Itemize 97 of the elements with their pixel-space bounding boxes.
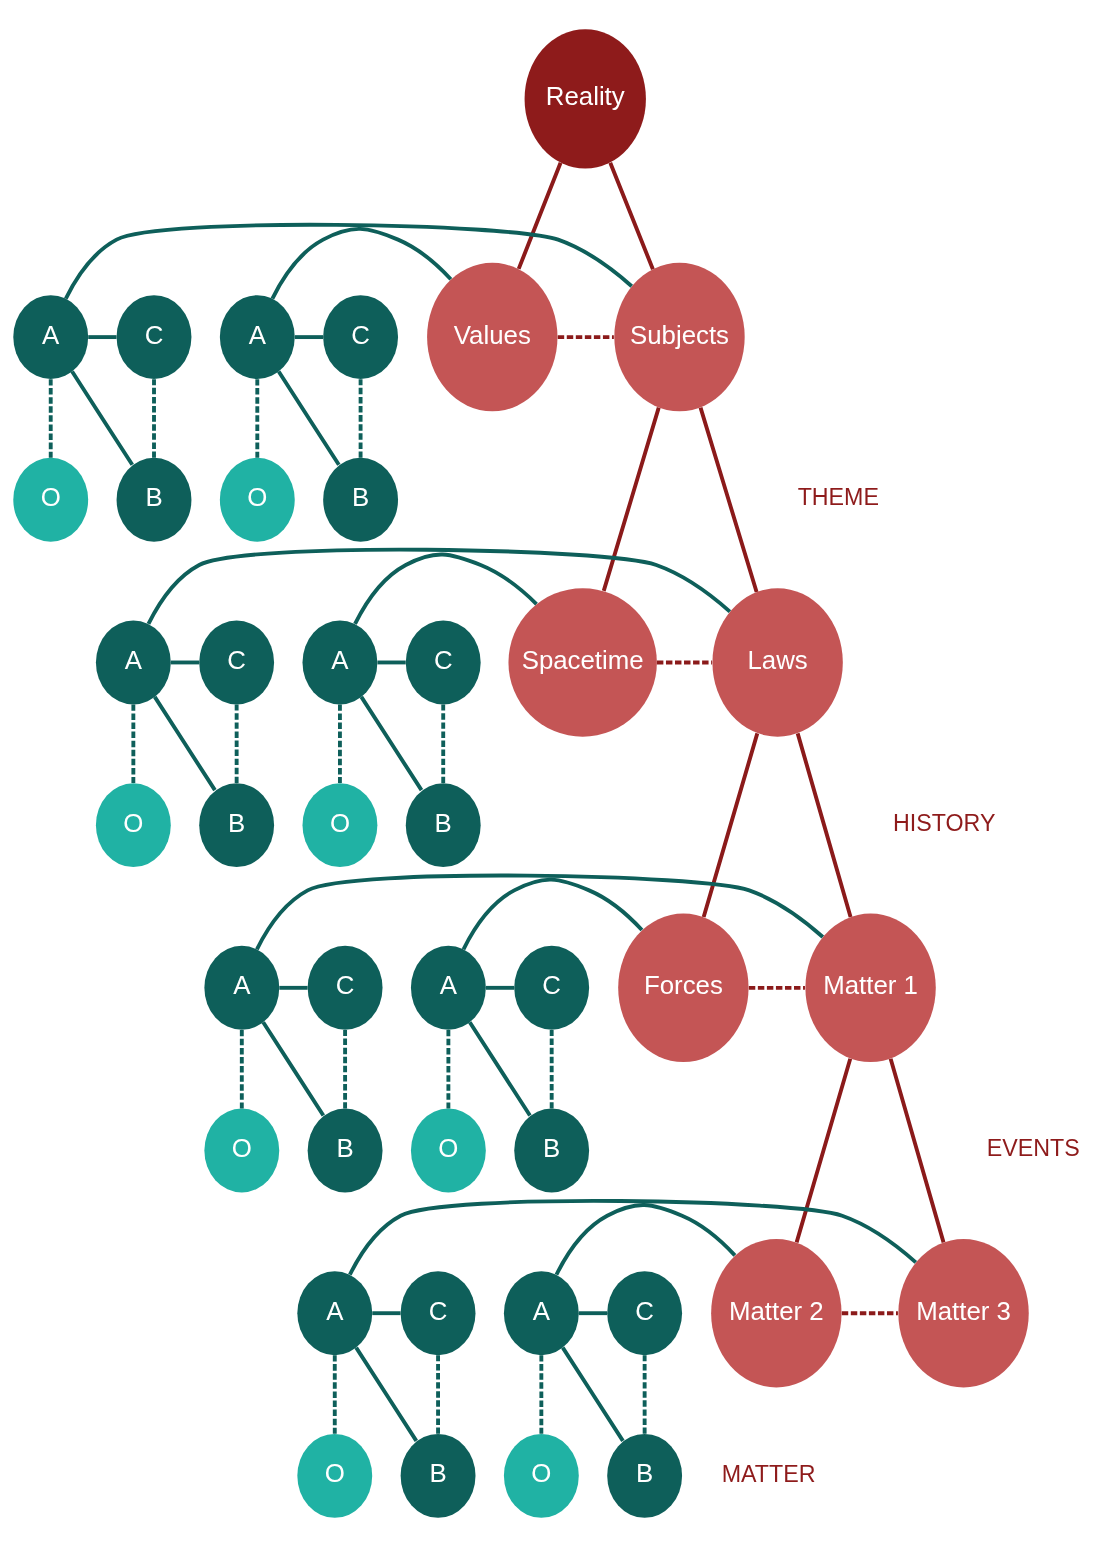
node-ellipse: Matter 3 xyxy=(898,1238,1029,1388)
connector xyxy=(353,552,538,625)
connector xyxy=(578,1311,608,1316)
node-ellipse: A xyxy=(219,295,295,380)
connector xyxy=(277,370,341,466)
node-ellipse: Reality xyxy=(524,29,646,169)
label: EVENTS xyxy=(986,1135,1080,1162)
node-ellipse: A xyxy=(95,620,171,705)
connector xyxy=(255,379,260,458)
node-ellipse: Laws xyxy=(712,588,843,737)
connector xyxy=(794,1058,853,1243)
node-ellipse: A xyxy=(13,295,89,380)
connector xyxy=(279,985,308,990)
node-ellipse: B xyxy=(307,1108,383,1193)
node-ellipse: B xyxy=(116,457,192,542)
node-ellipse: Matter 1 xyxy=(805,913,936,1063)
node-ellipse: C xyxy=(307,945,383,1030)
connector xyxy=(343,1029,348,1109)
node-ellipse: C xyxy=(199,620,275,705)
connector xyxy=(539,1355,544,1434)
connector xyxy=(642,1355,647,1434)
label: HISTORY xyxy=(892,809,996,836)
connector xyxy=(701,732,760,918)
connector xyxy=(332,1355,337,1434)
node-ellipse: O xyxy=(410,1108,486,1193)
node-circle: Spacetime xyxy=(508,588,657,737)
node-ellipse: B xyxy=(514,1108,590,1193)
connector xyxy=(153,695,217,792)
connector xyxy=(516,162,563,270)
connector xyxy=(446,1029,451,1109)
connector xyxy=(152,379,156,458)
node-ellipse: C xyxy=(514,945,590,1030)
connector xyxy=(70,370,134,466)
connector xyxy=(698,407,759,593)
connector xyxy=(88,335,117,340)
connector xyxy=(372,1311,401,1316)
connector xyxy=(64,222,633,300)
connector xyxy=(601,407,661,592)
connector xyxy=(354,1346,418,1442)
connector xyxy=(255,873,825,951)
connector xyxy=(468,1021,532,1117)
connector xyxy=(131,704,136,784)
connector xyxy=(554,1203,737,1276)
connector xyxy=(348,1199,918,1276)
connector xyxy=(841,1311,898,1316)
node-ellipse: O xyxy=(297,1433,373,1518)
node-ellipse: B xyxy=(405,783,481,868)
node-ellipse: O xyxy=(13,457,89,542)
node-ellipse: Forces xyxy=(618,913,749,1063)
label: MATTER xyxy=(721,1460,816,1487)
node-ellipse: A xyxy=(503,1271,579,1356)
node-ellipse: C xyxy=(607,1271,683,1356)
connector xyxy=(436,1355,440,1434)
connector xyxy=(294,335,324,340)
connector xyxy=(48,379,53,458)
connector xyxy=(557,335,614,340)
connector xyxy=(795,732,853,918)
connector xyxy=(485,985,515,990)
connector xyxy=(338,704,342,784)
node-ellipse: O xyxy=(219,457,295,542)
label: THEME xyxy=(797,484,879,511)
connector xyxy=(608,162,655,270)
node-ellipse: C xyxy=(116,295,192,380)
connector xyxy=(561,1346,625,1442)
node-ellipse: B xyxy=(607,1433,683,1518)
node-ellipse: A xyxy=(410,945,486,1030)
node-ellipse: O xyxy=(302,783,378,868)
connector xyxy=(234,704,239,784)
connector xyxy=(549,1029,554,1109)
connector xyxy=(656,660,713,665)
node-ellipse: O xyxy=(95,783,171,868)
node-ellipse: O xyxy=(204,1108,280,1193)
node-ellipse: A xyxy=(204,945,280,1030)
node-ellipse: B xyxy=(400,1433,476,1518)
connector xyxy=(461,877,644,951)
node-ellipse: Values xyxy=(427,262,558,412)
connector xyxy=(441,704,446,784)
node-ellipse: Matter 2 xyxy=(711,1238,842,1388)
connector xyxy=(358,379,363,458)
node-ellipse: C xyxy=(405,620,481,705)
node-ellipse: A xyxy=(302,620,378,705)
connector xyxy=(359,695,424,792)
node-ellipse: A xyxy=(297,1271,373,1356)
node-ellipse: C xyxy=(323,295,399,380)
connector xyxy=(261,1021,325,1117)
node-ellipse: B xyxy=(199,783,275,868)
node-ellipse: O xyxy=(503,1433,579,1518)
connector xyxy=(239,1029,244,1109)
node-ellipse: B xyxy=(323,457,399,542)
connector xyxy=(270,227,453,300)
connector xyxy=(377,660,406,665)
node-ellipse: C xyxy=(400,1271,476,1356)
connector xyxy=(888,1058,946,1243)
node-ellipse: Subjects xyxy=(614,262,745,412)
connector xyxy=(146,547,732,625)
connector xyxy=(170,660,200,665)
connector xyxy=(748,985,805,990)
